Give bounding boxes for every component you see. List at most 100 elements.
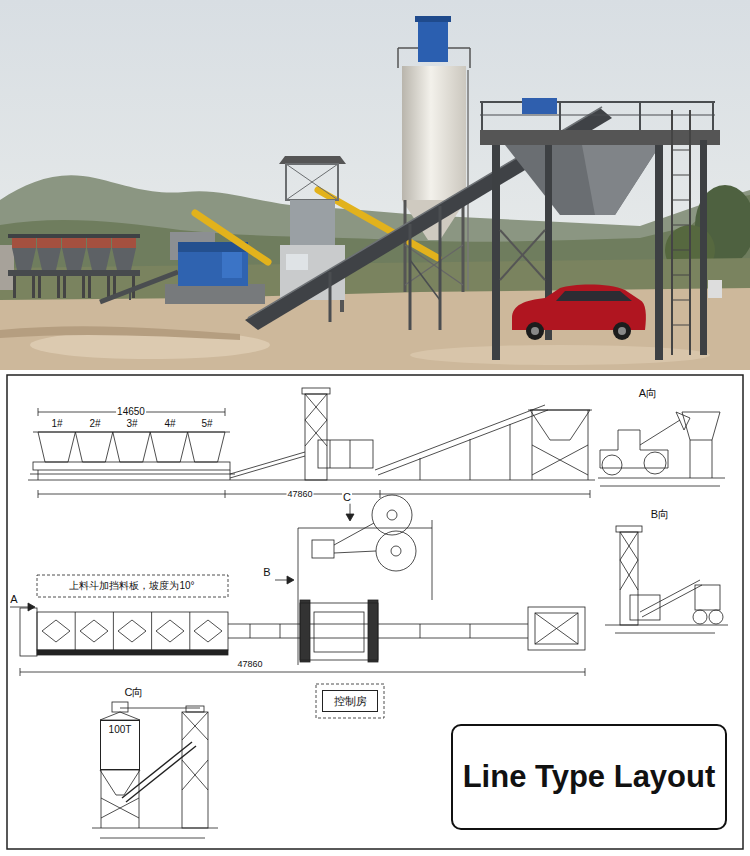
- side-elevation: [230, 452, 305, 474]
- view-c: [101, 770, 102, 828]
- plan-view: [10, 495, 585, 718]
- site-photo: [708, 280, 722, 298]
- site-photo: [712, 102, 714, 130]
- drawing-label: 47860: [236, 659, 263, 669]
- site-photo: [480, 101, 715, 103]
- view-a-loader: [640, 420, 680, 445]
- site-photo: [492, 145, 500, 360]
- side-elevation: [350, 440, 351, 468]
- plan-view: [372, 495, 412, 535]
- site-photo: [689, 110, 691, 355]
- plan-view: [42, 620, 70, 642]
- view-b: [605, 625, 728, 626]
- site-photo: [165, 284, 265, 304]
- site-photo: [480, 130, 720, 145]
- view-b: [630, 595, 660, 620]
- side-elevation: [38, 494, 590, 495]
- site-photo: [467, 70, 469, 290]
- plan-view: [75, 612, 190, 650]
- plan-view: [20, 608, 37, 656]
- site-photo: [195, 213, 268, 262]
- view-b: [615, 633, 715, 634]
- plan-view: [432, 520, 433, 600]
- site-photo: [0, 0, 750, 370]
- site-photo: [639, 102, 641, 130]
- side-elevation: [230, 456, 305, 478]
- layout-drawing: [7, 375, 743, 849]
- site-photo: [672, 150, 690, 325]
- site-photo: [129, 292, 131, 300]
- view-c: [182, 712, 208, 828]
- side-elevation: [420, 458, 421, 480]
- site-photo: [700, 140, 707, 355]
- title-box: Line Type Layout: [451, 724, 727, 830]
- side-elevation: [28, 480, 595, 481]
- plan-view: [250, 624, 470, 638]
- site-photo: [62, 238, 86, 298]
- silo-body: 100T: [100, 720, 140, 770]
- side-elevation: [113, 432, 150, 462]
- drawing-label: A: [9, 593, 18, 606]
- site-photo: [480, 114, 715, 115]
- plan-view: [312, 540, 334, 558]
- site-photo: [8, 270, 140, 276]
- plan-view: [80, 620, 108, 642]
- site-photo: [279, 156, 346, 164]
- plan-view: [194, 620, 222, 642]
- site-photo: [0, 245, 14, 290]
- site-photo: [286, 164, 338, 200]
- site-photo: [671, 110, 673, 355]
- side-elevation: [38, 432, 75, 462]
- site-photo: [439, 206, 442, 330]
- view-b: [642, 585, 702, 617]
- side-elevation: [38, 490, 590, 498]
- side-elevation: [305, 394, 327, 446]
- side-elevation: [38, 408, 39, 416]
- plan-view: [298, 528, 432, 529]
- view-c: [100, 712, 140, 720]
- view-b: [695, 585, 720, 610]
- side-elevation: [30, 474, 235, 475]
- view-a-loader: [602, 455, 622, 475]
- plan-view: [528, 607, 585, 650]
- plan-view: [37, 575, 228, 597]
- plan-view: [346, 514, 354, 521]
- node-text: Line Type Layout: [463, 759, 716, 795]
- site-photo: [505, 145, 660, 215]
- view-a-loader: [682, 412, 720, 440]
- view-c: [101, 798, 139, 818]
- side-elevation: [28, 388, 595, 498]
- side-elevation: [530, 410, 590, 440]
- plan-view: [37, 612, 228, 650]
- site-photo: [410, 345, 710, 365]
- drawing-label: B: [262, 566, 271, 579]
- plan-view: [300, 600, 310, 662]
- view-a-loader: [598, 478, 725, 479]
- side-elevation: [375, 405, 545, 470]
- plan-view: [28, 603, 35, 611]
- view-c: [100, 838, 205, 839]
- site-photo: [500, 230, 545, 280]
- drawing-label: C: [342, 491, 352, 504]
- site-photo: [286, 164, 338, 200]
- side-elevation: [378, 410, 548, 475]
- side-elevation: [318, 440, 373, 468]
- plan-view: [387, 510, 397, 520]
- site-photo: [8, 234, 140, 238]
- site-photo: [522, 98, 557, 114]
- plan-view: [334, 523, 374, 545]
- view-b: [640, 580, 700, 612]
- plan-view: [535, 613, 578, 644]
- site-photo: [340, 300, 344, 312]
- plan-view: [298, 528, 299, 665]
- view-b: [605, 526, 728, 633]
- site-photo: [526, 322, 544, 340]
- drawing-label: 5#: [200, 418, 213, 430]
- view-a-loader: [644, 452, 666, 474]
- side-elevation: [188, 432, 225, 462]
- plan-view: [20, 668, 585, 676]
- plan-view: [20, 672, 585, 673]
- view-b: [693, 610, 707, 624]
- drawing-label: 47860: [286, 489, 313, 499]
- view-b: [616, 526, 642, 532]
